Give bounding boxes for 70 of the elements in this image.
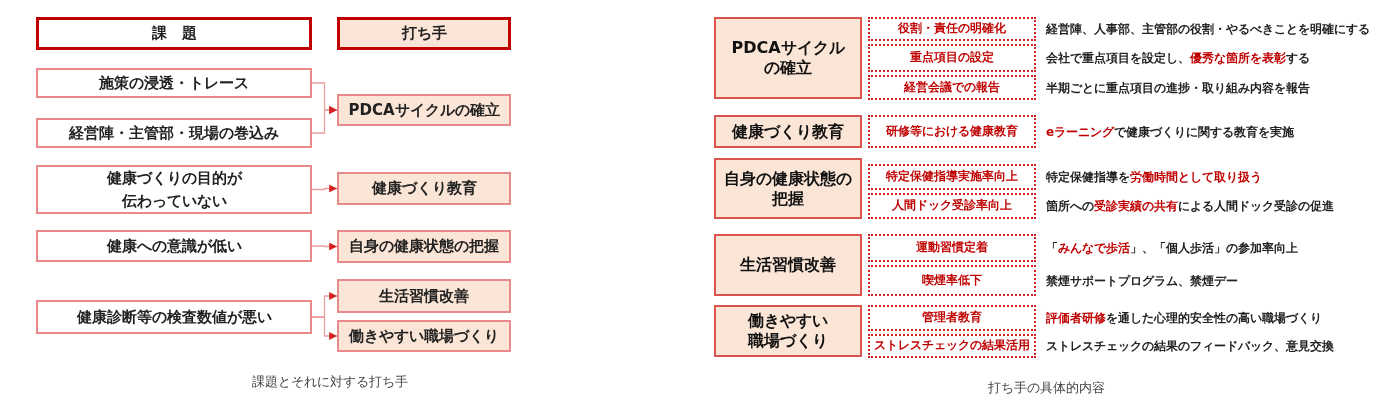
sub-item-box [868,305,1036,331]
box-text: 働きやすい職場づくり [347,325,500,347]
box-text: 喫煙率低下 [921,271,983,289]
sub-item-box [868,44,1036,72]
measure-box [337,279,511,313]
box-text: 健康づくりの目的が伝わっていない [105,168,244,212]
box-text: 課 題 [150,23,198,45]
sub-item-box [868,164,1036,190]
box-text: 健康診断等の検査数値が悪い [75,306,273,328]
issue-box [36,68,312,98]
measure-box [337,94,511,126]
sub-item-box [868,115,1036,148]
connector-arrow [311,316,338,340]
description-text: 箇所への受診実績の共有による人間ドック受診の促進 [1046,198,1334,215]
issue-box [36,118,312,148]
issue-box [36,230,312,262]
issue-box [36,300,312,334]
box-text: 管理者教育 [921,309,983,327]
connector-arrow [311,184,338,193]
box-text: ストレスチェックの結果活用 [873,337,1031,355]
caption-text: 打ち手の具体的内容 [986,379,1106,397]
box-text: PDCAサイクルの確立 [730,38,846,78]
box-text: 自身の健康状態の把握 [348,236,500,258]
description-text: 経営陣、人事部、主管部の役割・やるべきことを明確にする [1046,21,1370,38]
box-text: 運動習慣定着 [915,239,989,257]
measure-box [337,320,511,352]
description-text: 半期ごとに重点項目の進捗・取り組み内容を報告 [1046,79,1310,97]
box-text: 役割・責任の明確化 [897,20,1007,38]
description-text: 特定保健指導を労働時間として取り扱う [1046,169,1262,186]
box-text: 重点項目の設定 [909,49,995,67]
box-text: PDCAサイクルの確立 [347,99,501,121]
box-text: 働きやすい職場づくり [746,311,829,351]
box-text: 健康づくり教育 [370,178,478,200]
category-box [714,234,862,296]
category-box [714,158,862,219]
box-text: 経営陣・主管部・現場の巻込み [67,122,280,144]
box-text: 経営会議での報告 [903,78,1001,96]
connector-arrow [311,242,338,251]
box-text: 研修等における健康教育 [885,122,1019,140]
description-text: eラーニングで健康づくりに関する教育を実施 [1046,123,1295,141]
sub-item-box [868,17,1036,41]
box-text: 人間ドック受診率向上 [891,197,1013,215]
measure-box [337,172,511,205]
description-text: 「みんなで歩活」、「個人歩活」の参加率向上 [1046,240,1298,257]
box-text: 打ち手 [400,23,448,45]
header-box [36,17,312,50]
category-box [714,305,862,357]
sub-item-box [868,334,1036,358]
sub-item-box [868,193,1036,219]
sub-item-box [868,265,1036,296]
box-text: 自身の健康状態の把握 [723,168,853,209]
box-text: 健康への意識が低い [105,235,243,257]
description-text: ストレスチェックの結果のフィードバック、意見交換 [1046,338,1334,355]
sub-item-box [868,75,1036,100]
caption-text: 課題とそれに対する打ち手 [251,373,409,391]
description-text: 評価者研修を通した心理的安全性の高い職場づくり [1046,310,1322,327]
description-text: 会社で重点項目を設定し、優秀な箇所を表彰する [1046,50,1310,67]
description-text: 禁煙サポートプログラム、禁煙デー [1046,272,1238,290]
connector-arrow [311,106,338,134]
box-text: 生活習慣改善 [377,285,470,307]
category-box [714,115,862,148]
box-text: 生活習慣改善 [738,255,837,275]
measure-box [337,230,511,263]
sub-item-box [868,234,1036,262]
category-box [714,17,862,99]
box-text: 健康づくり教育 [730,121,845,142]
header-box [337,17,511,50]
box-text: 特定保健指導実施率向上 [885,168,1019,186]
box-text: 施策の浸透・トレース [98,72,250,94]
issue-box [36,165,312,214]
